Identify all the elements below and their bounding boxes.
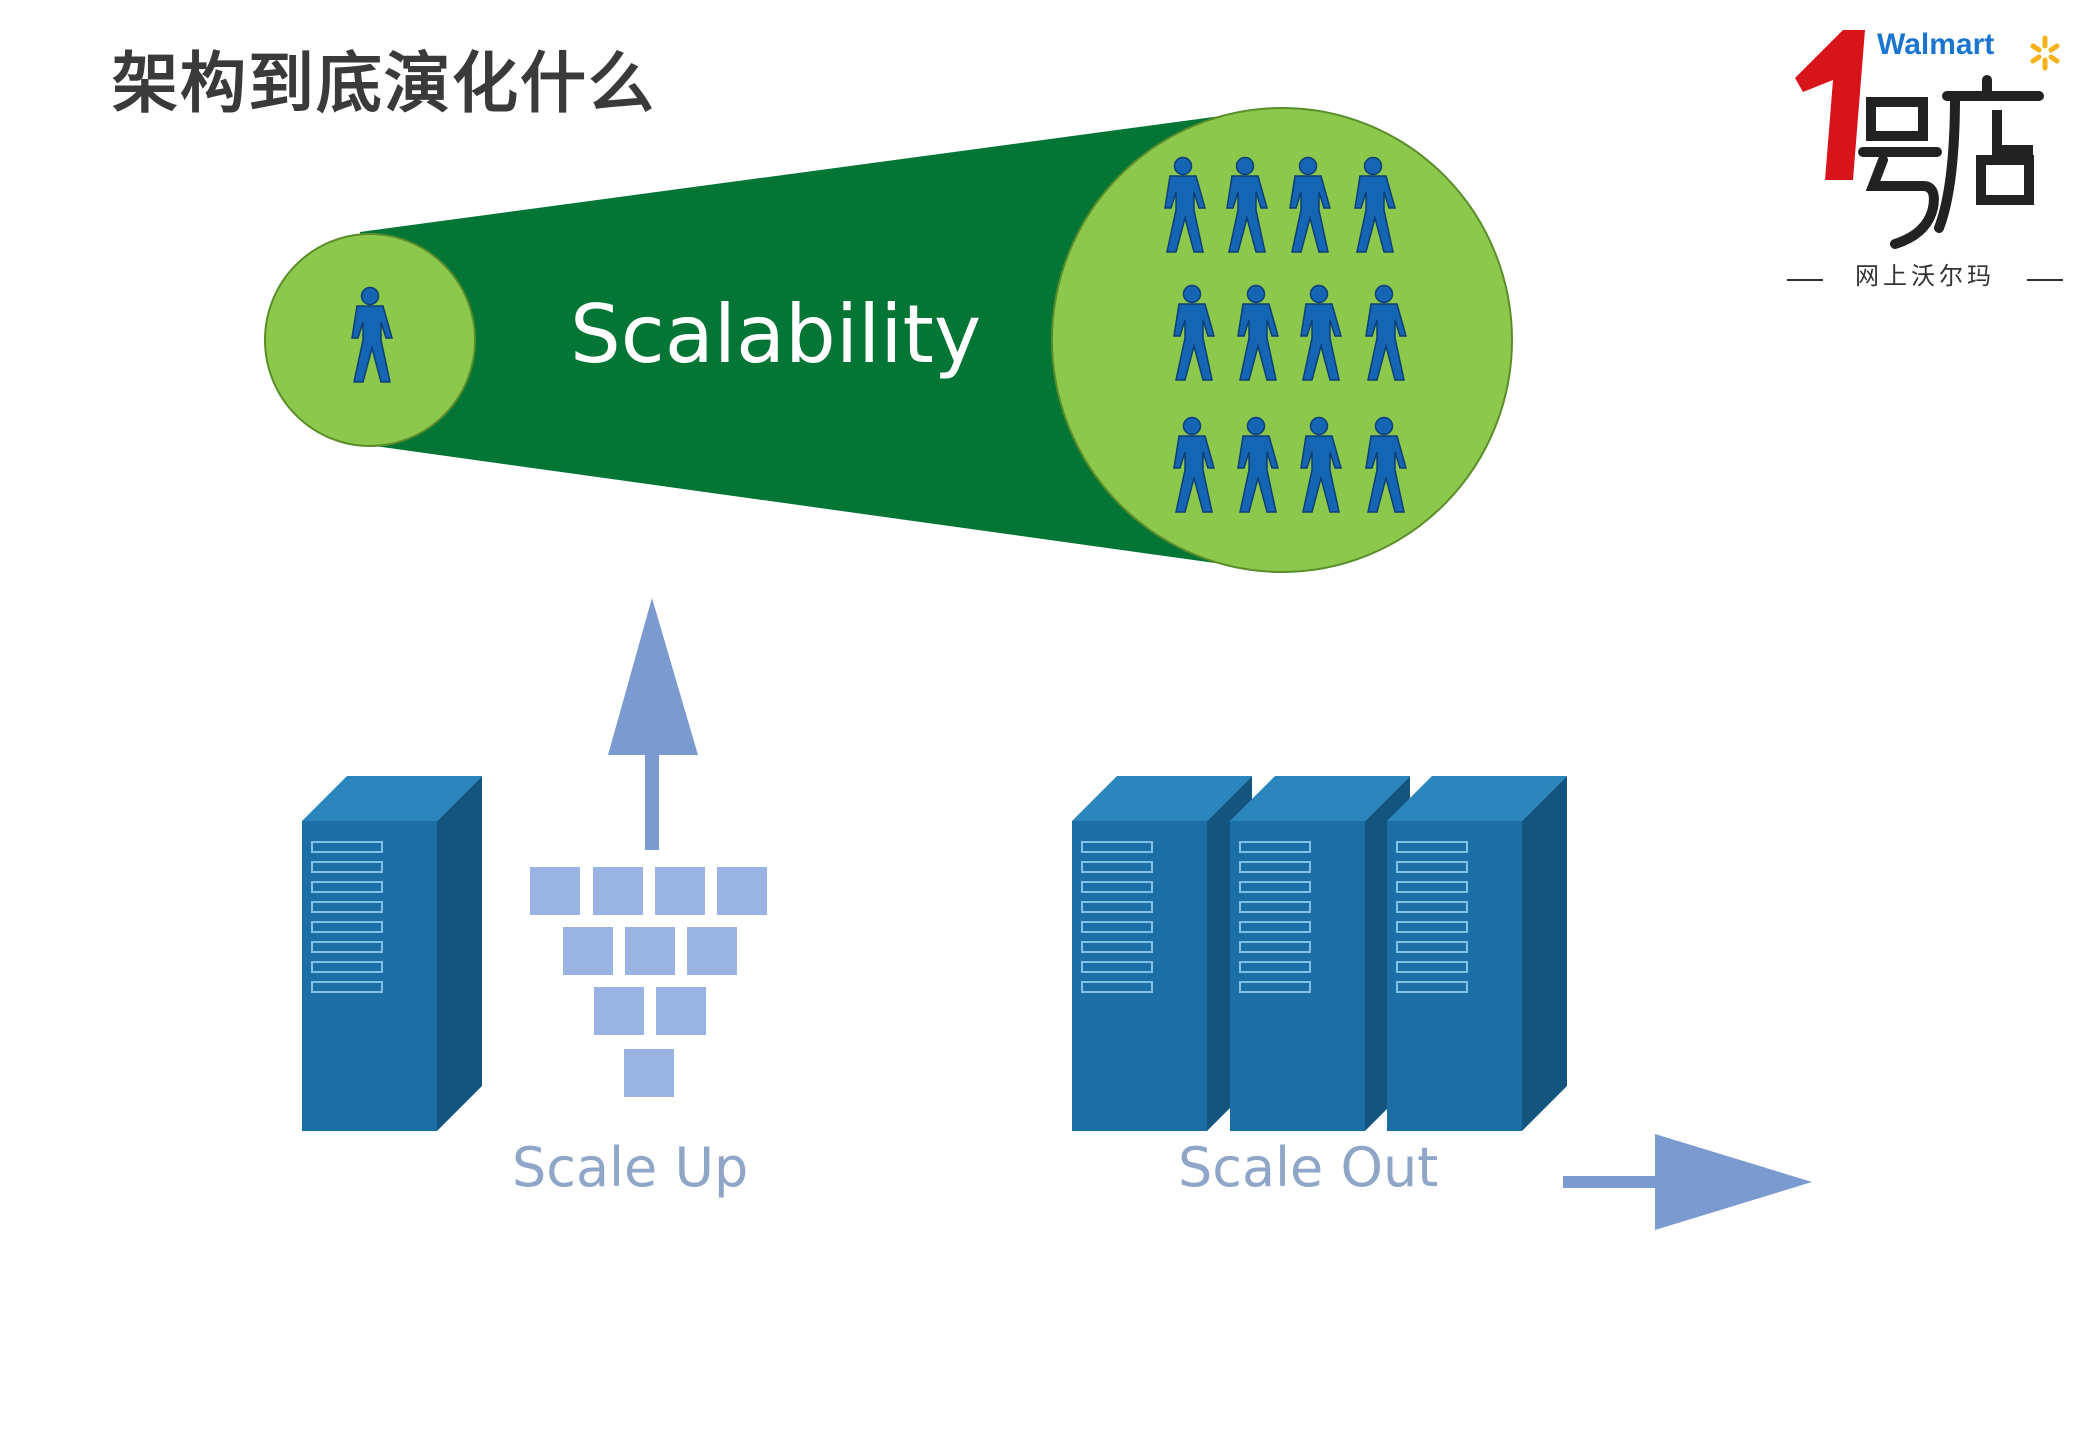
scalability-label: Scalability xyxy=(570,288,982,381)
scalability-cone xyxy=(360,108,1280,572)
brand-logo: Walmart 网上沃尔玛 xyxy=(1775,10,2075,310)
scale-out-label: Scale Out xyxy=(1178,1136,1439,1199)
walmart-spark-icon xyxy=(2030,35,2060,71)
up-arrow-icon xyxy=(608,598,698,850)
server-rack-icon xyxy=(1229,775,1411,1132)
server-rack-icon xyxy=(301,775,483,1132)
page-title: 架构到底演化什么 xyxy=(112,45,656,122)
logo-brand-text: Walmart xyxy=(1877,28,1995,61)
server-rack-icon xyxy=(1386,775,1568,1132)
scale-up-label: Scale Up xyxy=(512,1136,749,1199)
logo-mark-icon xyxy=(1787,30,2063,281)
large-user-circle xyxy=(1051,107,1513,573)
logo-subtitle: 网上沃尔玛 xyxy=(1855,262,1995,290)
server-rack-icon xyxy=(1071,775,1253,1132)
scale-up-blocks xyxy=(530,867,767,1097)
right-arrow-icon xyxy=(1563,1134,1812,1230)
